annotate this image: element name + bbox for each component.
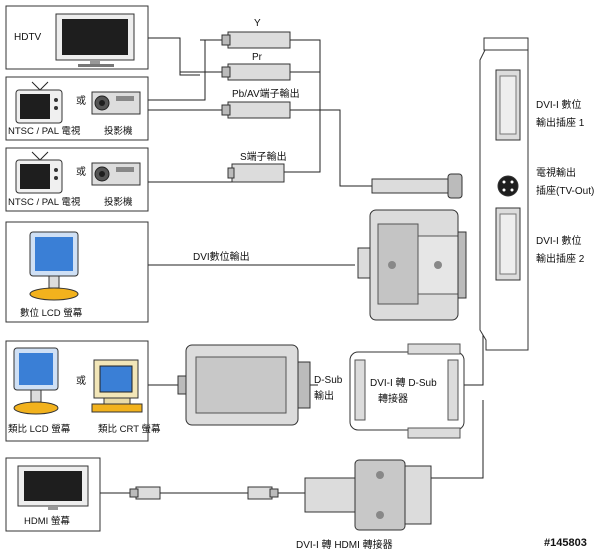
tv-out-cable-plug (371, 173, 463, 199)
component-cable-plugs (221, 31, 291, 119)
dvi2-label-2: 輸出插座 2 (536, 252, 585, 265)
projector-icon (91, 162, 141, 186)
dvi-port-1 (495, 69, 521, 141)
s-video-label: S端子輸出 (240, 150, 287, 163)
device-box-digital-lcd: 數位 LCD 螢幕 (5, 221, 149, 323)
hdtv-label: HDTV (14, 32, 42, 43)
or-label: 或 (76, 166, 86, 178)
device-box-ntsc-pal-1: 或 NTSC / PAL 電視 投影機 (5, 76, 149, 141)
pr-label: Pr (252, 52, 263, 63)
d-sub-connector (177, 344, 311, 426)
device-box-hdtv: HDTV (5, 5, 149, 70)
analog-crt-label: 類比 CRT 螢幕 (98, 423, 161, 435)
ntsc-pal-tv-label: NTSC / PAL 電視 (8, 125, 81, 137)
crt-tv-icon (15, 151, 63, 194)
dvi-out-label: DVI數位輸出 (193, 250, 250, 263)
tvout-label-2: 插座(TV-Out) (536, 184, 594, 197)
lcd-monitor-icon (13, 347, 59, 415)
dvi1-label-2: 輸出插座 1 (536, 116, 585, 129)
device-box-hdmi: HDMI 螢幕 (5, 457, 101, 532)
or-label: 或 (76, 95, 86, 107)
dvi-to-dsub-adapter (349, 343, 465, 439)
graphics-card-bracket (479, 37, 529, 351)
hdtv-icon (55, 13, 135, 67)
device-box-analog: 或 類比 LCD 螢幕 類比 CRT 螢幕 (5, 340, 161, 442)
dsub-out-label-2: 輸出 (314, 389, 334, 402)
dvi1-label-1: DVI-I 數位 (536, 98, 582, 111)
digital-lcd-label: 數位 LCD 螢幕 (20, 307, 83, 319)
tv-out-port (497, 175, 519, 197)
projector-label: 投影機 (104, 196, 133, 208)
dvi-to-dsub-label-1: DVI-I 轉 D-Sub (370, 376, 437, 389)
y-label: Y (254, 18, 261, 29)
pb-av-label: Pb/AV端子輸出 (232, 87, 300, 100)
dsub-out-label-1: D-Sub (314, 375, 343, 386)
crt-tv-icon (15, 81, 63, 124)
dvi-port-2 (495, 207, 521, 281)
hdmi-display-icon (17, 465, 89, 510)
watermark: #145803 (544, 537, 587, 549)
dvi-to-hdmi-adapter (304, 459, 432, 531)
dvi-to-hdmi-label: DVI-I 轉 HDMI 轉接器 (296, 538, 393, 551)
s-video-plug (227, 163, 285, 183)
or-label: 或 (76, 375, 86, 387)
dvi-to-dsub-label-2: 轉接器 (378, 392, 408, 405)
hdmi-cable (129, 486, 279, 500)
analog-lcd-label: 類比 LCD 螢幕 (8, 423, 71, 435)
hdmi-display-label: HDMI 螢幕 (24, 515, 70, 527)
dvi-connector (357, 209, 467, 321)
device-box-ntsc-pal-2: 或 NTSC / PAL 電視 投影機 (5, 147, 149, 212)
projector-label: 投影機 (104, 125, 133, 137)
dvi2-label-1: DVI-I 數位 (536, 234, 582, 247)
crt-monitor-icon (91, 359, 143, 413)
tvout-label-1: 電視輸出 (536, 166, 576, 179)
connection-lines (100, 37, 484, 494)
ntsc-pal-tv-label: NTSC / PAL 電視 (8, 196, 81, 208)
lcd-monitor-icon (29, 231, 79, 301)
projector-icon (91, 91, 141, 115)
